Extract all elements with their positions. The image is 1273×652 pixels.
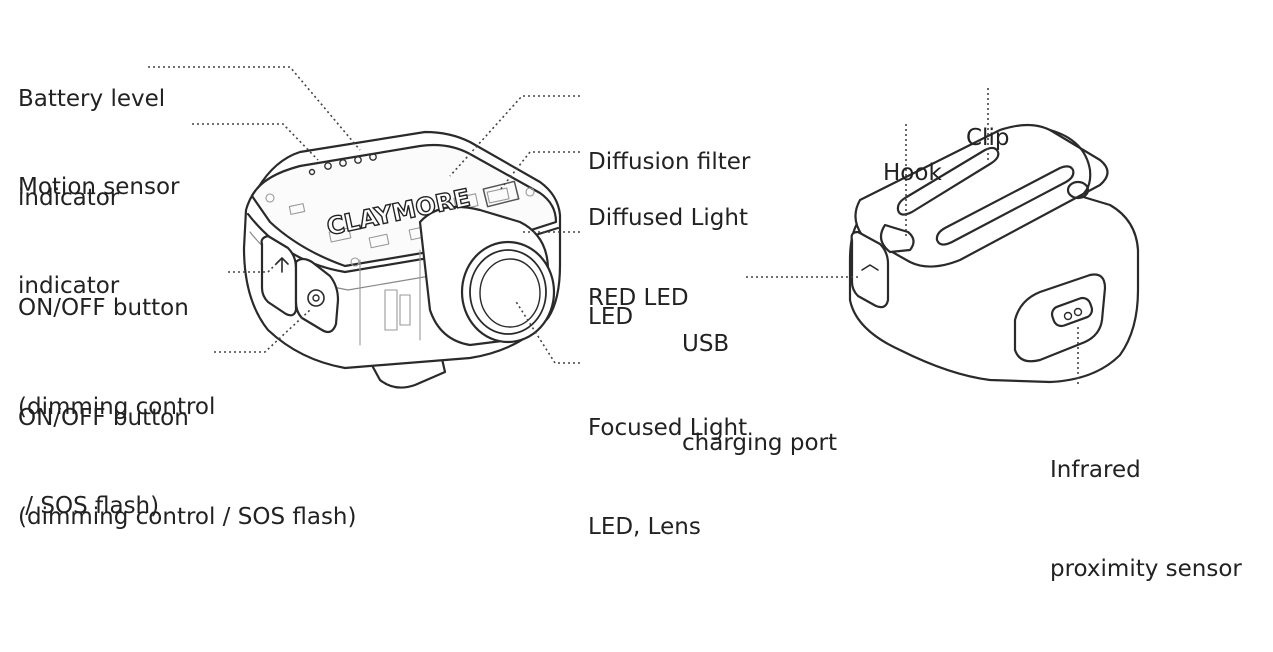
indicator-leds [308, 153, 377, 176]
rim-line [246, 212, 560, 274]
label-onoff-button-2: ON/OFF button (dimming control / SOS fla… [18, 336, 356, 600]
diagram-artwork: CLAYMORE [148, 66, 1140, 389]
label-line: ON/OFF button [18, 405, 189, 431]
leader-onoff-1 [228, 261, 279, 273]
clip-plate [854, 123, 1109, 268]
label-line: charging port [682, 430, 837, 456]
label-line: Infrared [1050, 457, 1141, 483]
label-line: indicator [18, 273, 120, 299]
label-diffusion-filter: Diffusion filter [588, 80, 750, 245]
label-line: Diffusion filter [588, 149, 751, 175]
lens-glass [479, 258, 541, 328]
ir-sensor-housing [1013, 273, 1107, 363]
label-line: Focused Light [588, 415, 748, 441]
label-line: Clip [966, 125, 1010, 151]
label-diffused-light-led: Diffused Light LED [588, 136, 748, 400]
label-usb-charging-port: USB charging port [682, 262, 837, 526]
diagram-stage: CLAYMORE [18, 17, 1242, 582]
main-lamp-device [242, 130, 562, 389]
label-line: (dimming control [18, 394, 216, 420]
clip-pin [1066, 180, 1090, 200]
label-line: RED LED [588, 285, 689, 311]
usb-cap [850, 230, 890, 309]
hook [879, 223, 915, 254]
leader-battery-level [148, 66, 361, 151]
label-line: Diffused Light [588, 205, 748, 231]
leader-diffused-led [499, 151, 580, 191]
label-clip: Clip [966, 56, 1009, 221]
leader-focused-light [514, 299, 580, 364]
clip-mount-device [848, 123, 1140, 384]
label-line: LED [588, 304, 634, 330]
label-battery-level: Battery level indicator [18, 17, 165, 281]
leader-onoff-2 [214, 309, 311, 353]
internal-components [265, 187, 535, 346]
clip-slot-1 [896, 146, 1000, 216]
label-line: ON/OFF button [18, 295, 189, 321]
label-hook: Hook [883, 91, 942, 256]
leader-motion-sensor [192, 123, 319, 161]
label-line: proximity sensor [1050, 556, 1242, 582]
label-line: Motion sensor [18, 174, 180, 200]
clip-curl [1048, 128, 1092, 200]
label-line: USB [682, 331, 730, 357]
label-line: (dimming control / SOS flash) [18, 504, 357, 530]
label-line: indicator [18, 185, 120, 211]
label-motion-sensor: Motion sensor indicator [18, 105, 180, 369]
label-infrared-sensor: Infrared proximity sensor [1050, 388, 1242, 652]
label-red-led: RED LED [588, 216, 689, 381]
label-line: Battery level [18, 86, 166, 112]
label-line: Hook [883, 160, 942, 186]
diffused-led-block [482, 180, 520, 208]
ir-sensor-window [1050, 296, 1094, 328]
clip-slot-2 [935, 165, 1075, 246]
leader-lines [148, 66, 1079, 384]
